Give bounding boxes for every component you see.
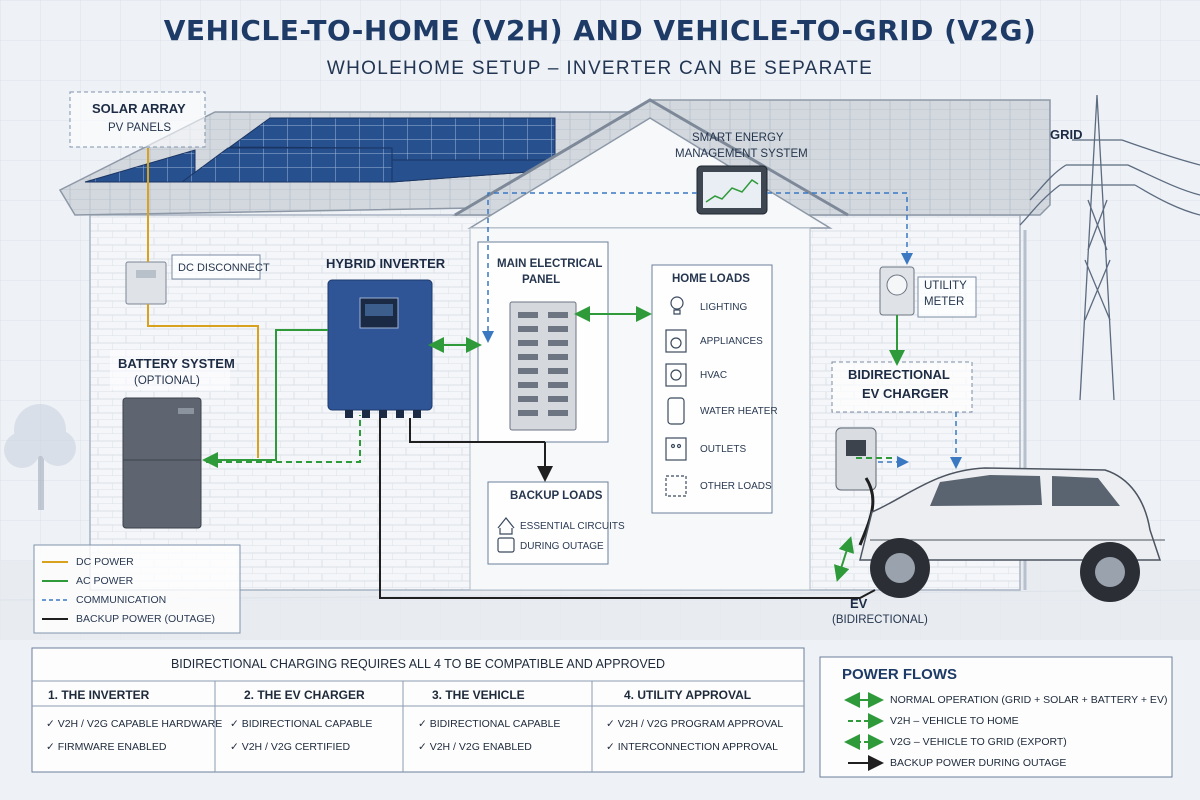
main-panel-label-1: MAIN ELECTRICAL [497,258,603,270]
dc-power-lines [147,148,259,458]
home-loads-title: HOME LOADS [672,273,750,285]
req-vehicle-item-1: ✓ BIDIRECTIONAL CAPABLE [418,718,561,730]
battery-system-label: BATTERY SYSTEM [118,356,235,371]
req-inverter-header: 1. THE INVERTER [48,688,150,702]
solar-panels [84,117,556,183]
req-vehicle-header: 3. THE VEHICLE [432,688,525,702]
backup-load-outage: DURING OUTAGE [520,541,604,552]
legend-dc-power: DC POWER [76,556,134,568]
req-utility-item-2: ✓ INTERCONNECTION APPROVAL [606,741,778,753]
req-inverter-item-2: ✓ FIRMWARE ENABLED [46,741,167,753]
dc-disconnect-label: DC DISCONNECT [178,262,270,274]
utility-meter-label-1: UTILITY [924,280,967,292]
smart-energy-monitor [696,165,768,215]
ev-charger-label-1: BIDIRECTIONAL [848,367,950,382]
req-charger-item-2: ✓ V2H / V2G CERTIFIED [230,741,351,753]
communication-lines [482,192,962,469]
requirements-title: BIDIRECTIONAL CHARGING REQUIRES ALL 4 TO… [170,657,666,671]
main-panel-box [477,241,609,443]
legend-box [33,544,241,634]
req-vehicle-item-2: ✓ V2H / V2G ENABLED [418,741,532,753]
solar-array-box [69,91,206,148]
ev-car [859,467,1165,602]
requirements-box [31,647,805,773]
battery-system-sublabel: (OPTIONAL) [134,375,200,387]
page-title: VEHICLE-TO-HOME (V2H) AND VEHICLE-TO-GRI… [163,14,1037,47]
home-load-appliances: APPLIANCES [700,336,763,347]
power-flow-v2h: V2H – VEHICLE TO HOME [890,715,1019,727]
ev-label: EV [850,596,868,611]
utility-meter-box [879,266,977,318]
hybrid-inverter-box [327,279,433,418]
req-charger-header: 2. THE EV CHARGER [244,688,365,702]
smart-energy-label-2: MANAGEMENT SYSTEM [675,148,808,160]
power-flow-v2g: V2G – VEHICLE TO GRID (EXPORT) [890,736,1067,748]
power-flow-backup: BACKUP POWER DURING OUTAGE [890,757,1067,769]
ev-sublabel: (BIDIRECTIONAL) [832,614,928,626]
home-load-icons [665,296,687,497]
home-load-hvac: HVAC [700,370,728,381]
utility-meter-label-2: METER [924,296,965,308]
legend-ac-power: AC POWER [76,575,134,587]
req-utility-header: 4. UTILITY APPROVAL [624,688,752,702]
solar-array-sublabel: PV PANELS [108,122,172,134]
home-load-water-heater: WATER HEATER [700,406,778,417]
ac-power-lines [202,306,905,582]
req-utility-item-1: ✓ V2H / V2G PROGRAM APPROVAL [606,718,784,730]
backup-power-lines [379,418,876,599]
grid-label: GRID [1050,127,1083,142]
smart-energy-label-1: SMART ENERGY [692,132,784,144]
req-charger-item-1: ✓ BIDIRECTIONAL CAPABLE [230,718,373,730]
page-subtitle: WHOLEHOME SETUP – INVERTER CAN BE SEPARA… [326,58,874,79]
battery-box [110,350,230,529]
legend-backup-power: BACKUP POWER (OUTAGE) [76,613,216,625]
main-panel-label-2: PANEL [522,274,561,286]
home-load-other: OTHER LOADS [700,481,772,492]
home-load-lighting: LIGHTING [700,302,748,313]
ac-dashed-lines [206,415,895,463]
grid-tower [1019,94,1200,401]
backup-loads-title: BACKUP LOADS [510,490,603,502]
power-flows-title: POWER FLOWS [842,666,957,683]
tree [4,404,76,510]
power-flow-normal: NORMAL OPERATION (GRID + SOLAR + BATTERY… [890,694,1168,706]
hybrid-inverter-label: HYBRID INVERTER [326,256,446,271]
backup-load-icons [497,517,515,553]
ev-charger-label-2: EV CHARGER [862,386,949,401]
dc-disconnect-box [125,254,261,305]
solar-array-label: SOLAR ARRAY [92,101,186,116]
backup-loads-box [487,481,609,565]
home-load-outlets: OUTLETS [700,444,747,455]
backup-load-essential: ESSENTIAL CIRCUITS [520,521,625,532]
req-inverter-item-1: ✓ V2H / V2G CAPABLE HARDWARE [46,718,223,730]
legend-communication: COMMUNICATION [76,594,167,606]
